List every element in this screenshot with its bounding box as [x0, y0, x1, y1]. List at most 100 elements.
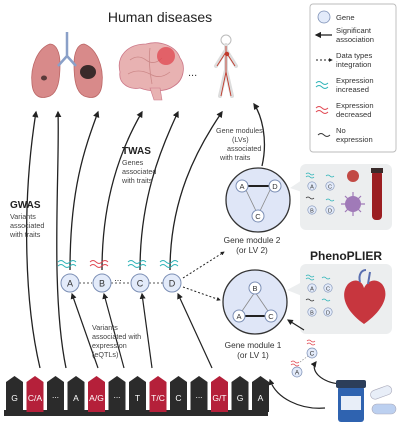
brain-icon — [118, 42, 184, 101]
eqtl-arrows — [70, 292, 213, 369]
gene-module-1: B A C Gene module 1 (or LV 1) — [222, 269, 288, 360]
lv-annotation: Gene modules (LVs) associated with trait… — [216, 126, 263, 162]
svg-text:decreased: decreased — [336, 110, 371, 119]
svg-text:associated: associated — [10, 221, 44, 230]
svg-text:association: association — [336, 35, 374, 44]
svg-text:A: A — [239, 182, 244, 191]
legend-none: No expression — [317, 126, 373, 144]
snp-label: ... — [52, 390, 59, 400]
svg-text:A: A — [236, 312, 241, 321]
svg-text:with traits: with traits — [121, 176, 153, 185]
svg-text:C: C — [255, 212, 261, 221]
snp-block — [190, 376, 208, 412]
gene-row: ... A B C D — [60, 273, 182, 293]
svg-text:C: C — [310, 351, 315, 358]
lungs-icon — [31, 32, 103, 98]
blood-tube-icon — [371, 168, 383, 220]
snp-label: G — [11, 393, 18, 403]
svg-text:B: B — [252, 284, 257, 293]
gene-node-b: B — [92, 273, 112, 293]
svg-text:associated: associated — [122, 167, 156, 176]
svg-text:Gene: Gene — [336, 13, 355, 22]
svg-text:D: D — [169, 279, 176, 289]
body-vascular-icon — [214, 34, 238, 98]
svg-text:TWAS: TWAS — [122, 146, 151, 157]
svg-text:expression: expression — [336, 135, 373, 144]
svg-text:with traits: with traits — [219, 153, 251, 162]
snp-label: T — [135, 393, 140, 403]
snp-label: G — [237, 393, 244, 403]
integration-arrows — [182, 251, 225, 301]
twas-arrows — [69, 110, 223, 271]
snp-label: A/G — [89, 393, 104, 403]
svg-text:(or LV 1): (or LV 1) — [237, 350, 269, 360]
svg-text:Genes: Genes — [122, 158, 144, 167]
snp-block — [252, 376, 269, 412]
svg-text:Expression: Expression — [336, 76, 374, 85]
diseases-ellipsis: ... — [188, 67, 197, 79]
svg-text:Gene module 1: Gene module 1 — [225, 340, 282, 350]
snp-label: C/A — [28, 393, 43, 403]
svg-text:D: D — [272, 182, 278, 191]
svg-text:integration: integration — [336, 60, 371, 69]
module2-callout: A C B D — [290, 164, 392, 230]
drug-effect: C A — [268, 319, 341, 409]
svg-text:(LVs): (LVs) — [232, 135, 249, 144]
snp-label: ... — [113, 390, 120, 400]
genes-ellipsis: ... — [114, 273, 122, 283]
legend-integration: Data types integration — [316, 51, 373, 69]
pill-bottle-icon — [336, 380, 366, 422]
svg-text:(or LV 2): (or LV 2) — [236, 245, 268, 255]
svg-text:No: No — [336, 126, 346, 135]
svg-text:B: B — [310, 310, 314, 316]
svg-text:with traits: with traits — [9, 230, 41, 239]
snp-variant-block — [211, 376, 228, 412]
gwas-annotation: GWAS Variants associated with traits — [9, 200, 44, 239]
svg-text:D: D — [328, 208, 332, 214]
svg-text:A: A — [67, 279, 73, 289]
virus-icon — [341, 192, 365, 216]
svg-text:C: C — [326, 286, 330, 292]
cell-icon — [347, 170, 359, 182]
svg-text:increased: increased — [336, 85, 369, 94]
svg-text:associated with: associated with — [92, 332, 141, 341]
svg-text:Data types: Data types — [336, 51, 373, 60]
gene-node-c: C — [130, 273, 150, 293]
svg-text:A: A — [310, 184, 314, 190]
svg-text:D: D — [326, 310, 330, 316]
svg-text:C: C — [328, 184, 332, 190]
svg-text:B: B — [99, 279, 105, 289]
svg-text:Variants: Variants — [10, 212, 36, 221]
snp-variant-block — [26, 376, 44, 412]
svg-text:C: C — [268, 312, 274, 321]
svg-text:Expression: Expression — [336, 101, 374, 110]
phenoplier-brand: PhenoPLIER — [310, 249, 382, 263]
svg-text:GWAS: GWAS — [10, 200, 41, 211]
pills-icon — [370, 385, 397, 415]
gene-expression-waves — [57, 260, 179, 268]
svg-text:B: B — [310, 208, 314, 214]
legend-gene: Gene — [317, 10, 355, 24]
svg-text:Gene modules: Gene modules — [216, 126, 263, 135]
svg-text:Variants: Variants — [92, 323, 118, 332]
snp-block — [231, 376, 249, 412]
snp-label: ... — [195, 390, 202, 400]
svg-text:associated: associated — [227, 144, 261, 153]
diagram-title: Human diseases — [108, 9, 212, 25]
legend-increased: Expression increased — [315, 76, 374, 94]
twas-annotation: TWAS Genes associated with traits — [121, 146, 156, 185]
snp-block — [129, 376, 146, 412]
heart-icon — [344, 269, 386, 324]
snp-label: A — [73, 393, 79, 403]
legend-significant: Significant association — [314, 26, 374, 44]
legend-decreased: Expression decreased — [315, 101, 374, 119]
snp-block — [6, 376, 23, 412]
svg-text:Gene module 2: Gene module 2 — [224, 235, 281, 245]
svg-text:expression: expression — [92, 341, 127, 350]
svg-text:A: A — [310, 286, 314, 292]
snp-label: T/C — [151, 393, 165, 403]
module1-callout: A C B D — [287, 264, 392, 334]
